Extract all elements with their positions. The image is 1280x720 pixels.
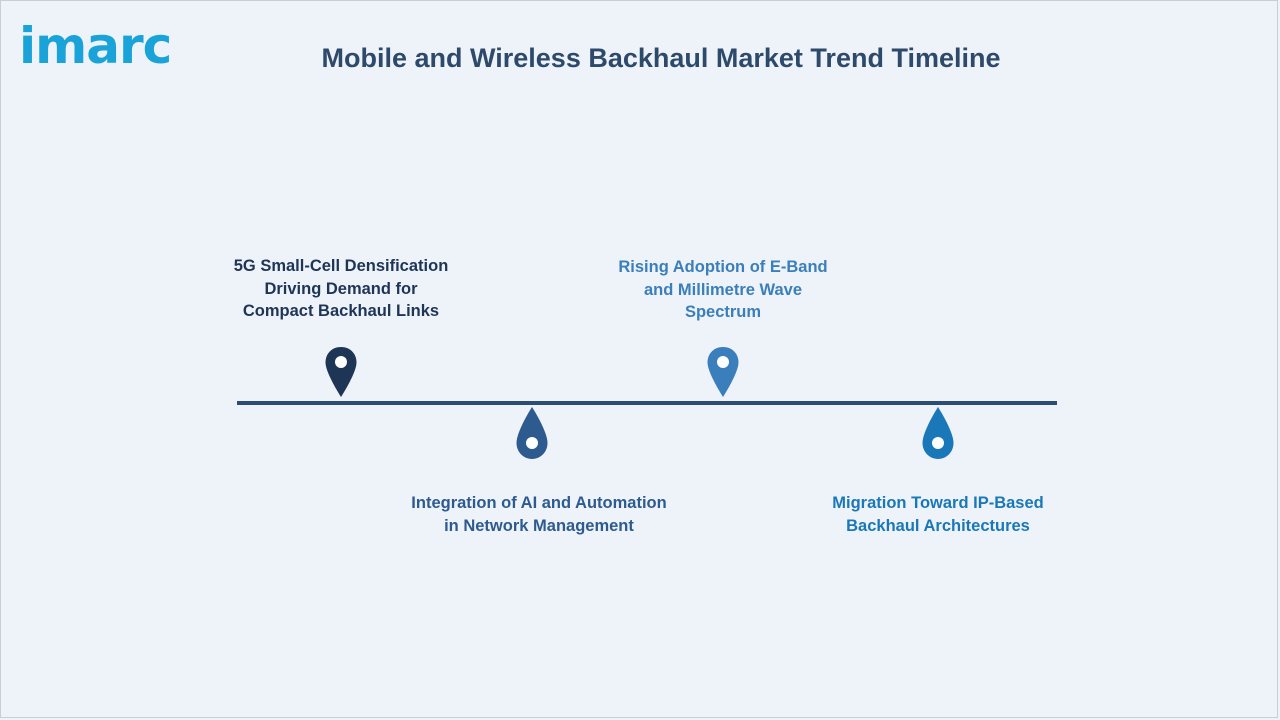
trend-4-line-2: Backhaul Architectures <box>846 516 1030 535</box>
trend-3-line-2: and Millimetre Wave <box>643 280 802 299</box>
trend-label-3: Rising Adoption of E-Band and Millimetre… <box>598 256 848 324</box>
trend-3-line-3: Spectrum <box>684 303 762 321</box>
map-pin-icon <box>325 347 357 397</box>
timeline-line <box>237 401 1057 405</box>
map-pin-icon <box>707 347 739 397</box>
drop-dot <box>932 437 944 449</box>
drop-shape <box>516 407 548 459</box>
trend-3-line-1: Rising Adoption of E-Band <box>618 258 828 276</box>
pin-shape <box>707 347 739 397</box>
trend-label-2: Integration of AI and Automation in Netw… <box>389 492 689 537</box>
trend-1-line-2: Driving Demand for <box>264 279 418 298</box>
trend-1-line-3: Compact Backhaul Links <box>242 302 440 320</box>
trend-4-line-1: Migration Toward IP-Based <box>832 494 1044 512</box>
logo-text: imarc <box>19 17 172 75</box>
pin-dot <box>335 356 347 368</box>
imarc-logo: imarc <box>19 11 209 83</box>
pin-dot <box>717 356 729 368</box>
page-title: Mobile and Wireless Backhaul Market Tren… <box>321 43 1001 73</box>
trend-2-line-1: Integration of AI and Automation <box>411 494 667 512</box>
trend-label-4: Migration Toward IP-Based Backhaul Archi… <box>808 492 1068 537</box>
drop-pin-icon <box>516 407 548 459</box>
drop-pin-icon <box>922 407 954 459</box>
drop-shape <box>922 407 954 459</box>
trend-2-line-2: in Network Management <box>444 516 634 535</box>
trend-label-1: 5G Small-Cell Densification Driving Dema… <box>216 255 466 323</box>
pin-shape <box>325 347 357 397</box>
trend-1-line-1: 5G Small-Cell Densification <box>233 257 449 275</box>
drop-dot <box>526 437 538 449</box>
